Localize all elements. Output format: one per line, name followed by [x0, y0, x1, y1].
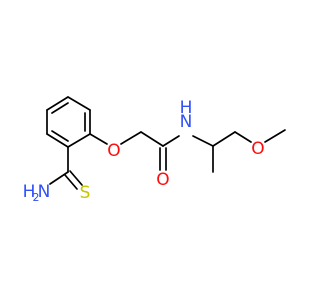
amine-n-label: N	[38, 182, 51, 202]
amine-h-label: H	[23, 182, 36, 202]
ch-to-ch2-bond	[212, 131, 236, 147]
ring-double-inner-1	[51, 102, 69, 114]
amide-nitrogen-label: N	[180, 112, 193, 132]
methoxy-oxygen-to-methyl-bond	[264, 129, 286, 143]
ring-bond-1	[46, 96, 69, 111]
amide-hydrogen-label: H	[180, 98, 193, 118]
carbonyl-to-nitrogen-bond	[162, 135, 180, 147]
ring-bond-2	[67, 96, 91, 111]
ring-bond-5	[46, 133, 69, 148]
ch2-to-carbonyl-bond	[140, 131, 164, 147]
carbonyl-oxygen-label: O	[156, 170, 169, 190]
thioamide-double-bond-b	[64, 174, 78, 190]
atom-labels: O O N H O S H 2 N	[23, 98, 265, 204]
thioamide-carbon-to-nitrogen-bond	[49, 171, 69, 185]
ring-to-ether-oxygen-bond	[89, 133, 108, 145]
thioamide-sulfur-label: S	[80, 183, 91, 203]
ch2-to-methoxy-oxygen-bond	[234, 131, 252, 143]
ether-oxygen-label: O	[107, 141, 120, 161]
thioamide-double-bond-a	[69, 170, 83, 186]
molecule-structure: O O N H O S H 2 N	[23, 96, 286, 204]
amine-group-label: H 2 N	[23, 182, 51, 204]
amine-subscript-label: 2	[33, 191, 40, 204]
ring-bond-4	[67, 133, 91, 148]
ring-double-inner-3	[51, 130, 69, 142]
ether-oxygen-to-ch2-bond	[120, 131, 142, 145]
nitrogen-to-ch-bond	[192, 135, 214, 147]
bonds	[46, 96, 286, 190]
methoxy-oxygen-label: O	[251, 139, 264, 159]
